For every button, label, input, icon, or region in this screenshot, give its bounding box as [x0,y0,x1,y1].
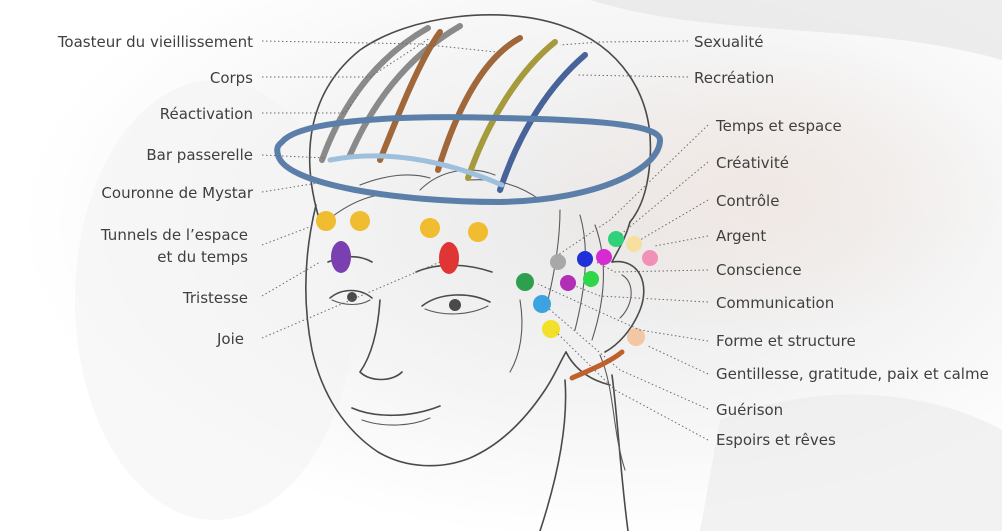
dot-green-dark [516,273,534,291]
label-tunnels-line2: et du temps [157,248,248,266]
label-conscience: Conscience [716,261,802,279]
head-sketch [305,14,652,531]
dot-teal-green [608,231,624,247]
label-forme-structure: Forme et structure [716,332,856,350]
crown-ring [274,114,663,205]
line-navy [497,52,588,193]
labels-right: Sexualité Recréation Temps et espace Cré… [694,33,989,449]
dot-magenta [596,249,612,265]
label-creativite: Créativité [716,154,789,172]
label-argent: Argent [716,227,766,245]
label-communication: Communication [716,294,834,312]
dot-pink [642,250,658,266]
line-olive [465,39,558,181]
label-guerison: Guérison [716,401,783,419]
leaders-left [261,37,497,339]
label-couronne: Couronne de Mystar [101,184,253,202]
dot-yellow [542,320,560,338]
head-lines [319,23,588,193]
dot-cyan [533,295,551,313]
label-espoirs: Espoirs et rêves [716,431,836,449]
label-corps: Corps [210,69,253,87]
dot-peach [627,328,645,346]
neck-bar [569,349,625,381]
labels-left: Toasteur du vieillissement Corps Réactiv… [57,33,254,348]
dot-purple-mag [560,275,576,291]
dot-sadness [331,241,351,273]
dot-tunnel-4 [468,222,488,242]
label-tristesse: Tristesse [182,289,248,307]
label-sexualite: Sexualité [694,33,764,51]
label-joie: Joie [216,330,244,348]
line-gray-2 [347,23,463,158]
label-controle: Contrôle [716,192,779,210]
leaders-right [537,40,709,441]
points [316,211,658,346]
label-gentillesse: Gentillesse, gratitude, paix et calme [716,365,989,383]
label-bar-passerelle: Bar passerelle [146,146,253,164]
line-brown-2 [435,35,523,173]
label-temps-espace: Temps et espace [715,117,842,135]
label-recreation: Recréation [694,69,774,87]
line-gray-1 [319,25,431,163]
label-toasteur: Toasteur du vieillissement [57,33,253,51]
dot-gray [550,254,566,270]
dot-pale-yellow [626,236,642,252]
dot-blue [577,251,593,267]
line-brown-1 [377,29,443,163]
dot-tunnel-1 [316,211,336,231]
label-reactivation: Réactivation [160,105,253,123]
dot-tunnel-3 [420,218,440,238]
dot-tunnel-2 [350,211,370,231]
label-tunnels-line1: Tunnels de l’espace [100,226,248,244]
dot-green-light [583,271,599,287]
dot-joy [439,242,459,274]
bridge-bar [327,153,505,188]
